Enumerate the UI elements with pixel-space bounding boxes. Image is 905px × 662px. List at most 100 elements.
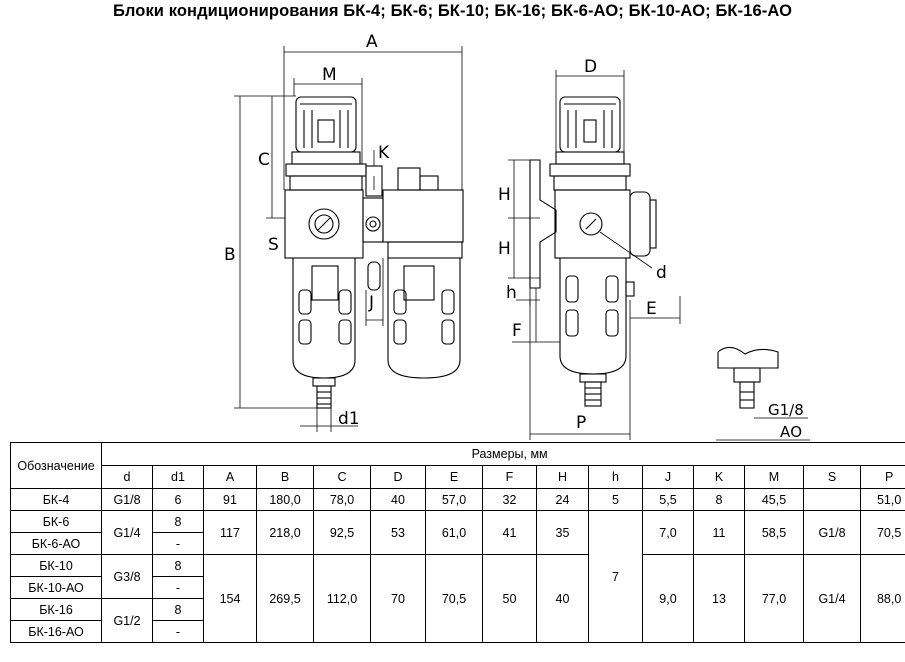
cell-h-upper: 35 [536, 510, 589, 555]
dim-label-a: A [366, 32, 378, 52]
front-dimensions [234, 46, 463, 432]
cell-p: 51,0 [859, 488, 905, 511]
cell-f: 50 [482, 554, 537, 643]
row-name: БК-10-АО [10, 576, 102, 599]
cell-d1: - [152, 576, 204, 599]
dim-label-thread: G1/8 [768, 401, 804, 419]
cell-k: 13 [693, 554, 745, 643]
cell-f: 32 [482, 488, 537, 511]
cell-s: G1/8 [803, 510, 861, 555]
table-row: БК-6-АО - [10, 532, 905, 555]
cell-a: 91 [203, 488, 257, 511]
cell-s: G1/4 [803, 554, 861, 643]
dim-label-e: E [646, 299, 657, 319]
table-row: БК-10 G3/8 8 154 269,5 112,0 70 70,5 50 … [10, 554, 905, 643]
header-col-s: S [803, 465, 861, 489]
header-dimensions-group: Размеры, мм [100, 442, 905, 466]
cell-e: 70,5 [425, 554, 483, 643]
cell-d: G1/2 [101, 598, 153, 643]
cell-d: G1/8 [101, 488, 153, 511]
cell-f: 41 [482, 510, 537, 555]
cell-e: 57,0 [425, 488, 483, 511]
cell-d: G3/8 [101, 554, 153, 599]
cell-j: 5,5 [642, 488, 694, 511]
row-name: БК-16-АО [10, 620, 102, 643]
cell-d1: 8 [152, 598, 204, 621]
dim-label-f: F [512, 321, 522, 341]
cell-s [803, 488, 861, 511]
row-name: БК-10 [10, 554, 102, 577]
cell-h-upper: 24 [536, 488, 589, 511]
cell-h-upper: 40 [536, 554, 589, 643]
header-col-p: P [859, 465, 905, 489]
table-row: БК-4 G1/8 6 91 180,0 78,0 40 57,0 32 24 … [10, 488, 905, 511]
header-col-a: A [203, 465, 257, 489]
cell-j: 7,0 [642, 510, 694, 555]
dim-label-h-small: h [506, 283, 517, 303]
table-row: БК-6 G1/4 8 117 218,0 92,5 53 61,0 41 35… [10, 510, 905, 643]
cell-p: 88,0 [859, 554, 905, 643]
side-dimensions [508, 70, 681, 440]
dim-label-p: P [576, 413, 586, 433]
cell-d-size: 70 [370, 554, 426, 643]
row-name: БК-4 [10, 488, 102, 511]
dim-label-d-upper: D [584, 57, 597, 77]
header-col-h-upper: H [536, 465, 589, 489]
cell-c: 92,5 [313, 510, 371, 555]
row-name: БК-16 [10, 598, 102, 621]
dim-label-j: J [368, 293, 374, 313]
header-designation: Обозначение [10, 442, 102, 489]
front-view [284, 96, 464, 409]
cell-b: 269,5 [256, 554, 314, 643]
cell-k: 8 [693, 488, 745, 511]
header-col-b: B [256, 465, 314, 489]
dim-label-h-lower: H [498, 239, 511, 259]
cell-p: 70,5 [859, 510, 905, 555]
cell-b: 218,0 [256, 510, 314, 555]
cell-e: 61,0 [425, 510, 483, 555]
cell-c: 78,0 [313, 488, 371, 511]
cell-d1: 8 [152, 510, 204, 533]
cell-d1: - [152, 620, 204, 643]
dim-label-h-upper: H [498, 185, 511, 205]
cell-m: 77,0 [744, 554, 804, 643]
technical-drawing: A M C K S B J d1 D H H h F d E P G1/8 АО [224, 32, 810, 441]
dim-label-d1: d1 [338, 409, 360, 429]
cell-h-lower: 7 [588, 510, 643, 643]
header-col-h-lower: h [588, 465, 643, 489]
page-title: Блоки кондиционирования БК-4; БК-6; БК-1… [112, 2, 793, 20]
dim-label-b: B [224, 245, 236, 265]
row-name: БК-6 [10, 510, 102, 533]
header-col-d-size: D [370, 465, 426, 489]
cell-d: G1/4 [101, 510, 153, 555]
row-name: БК-6-АО [10, 532, 102, 555]
dim-label-k: K [378, 143, 390, 163]
header-col-j: J [642, 465, 694, 489]
dim-label-ao: АО [780, 423, 802, 441]
plug-detail [716, 346, 810, 441]
cell-d1: 8 [152, 554, 204, 577]
dim-label-s: S [268, 235, 279, 255]
dim-label-c: C [258, 150, 270, 170]
cell-k: 11 [693, 510, 745, 555]
cell-c: 112,0 [313, 554, 371, 643]
cell-d1: - [152, 532, 204, 555]
dimensions-table: Обозначение Размеры, мм d d1 A B C D E F… [10, 442, 905, 643]
cell-j: 9,0 [642, 554, 694, 643]
table-row: БК-16-АО - [10, 620, 905, 643]
cell-m: 58,5 [744, 510, 804, 555]
cell-h-lower: 5 [588, 488, 643, 511]
cell-d1: 6 [152, 488, 204, 511]
header-col-k: K [693, 465, 745, 489]
dim-label-m: M [322, 65, 337, 85]
cell-m: 45,5 [744, 488, 804, 511]
cell-b: 180,0 [256, 488, 314, 511]
header-col-m: M [744, 465, 804, 489]
header-col-c: C [313, 465, 371, 489]
header-col-d: d [101, 465, 153, 489]
header-col-f: F [482, 465, 537, 489]
side-view [529, 96, 657, 407]
cell-d-size: 40 [370, 488, 426, 511]
dim-label-d-lower: d [656, 263, 667, 283]
header-col-d1: d1 [152, 465, 204, 489]
